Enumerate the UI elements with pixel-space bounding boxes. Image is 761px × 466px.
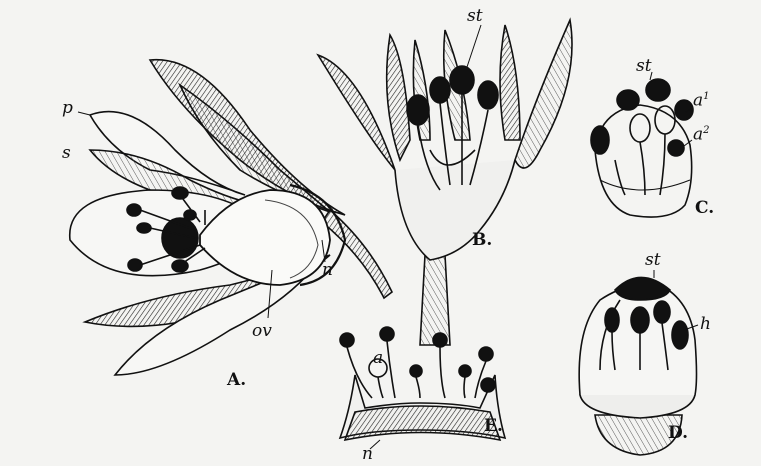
figure-b-drawing [318,20,572,345]
figure-a-drawing [70,60,392,375]
label-a-petal: p [62,100,73,117]
label-a-sepal: s [62,145,71,162]
label-d-hood: h [700,316,711,333]
label-a-nectary: n [322,262,333,279]
caption-e: E. [484,418,503,435]
figure-c-drawing [591,72,693,217]
label-c-stigma: st [636,58,652,75]
label-c-anther2-sup: 2 [703,125,709,136]
label-d-stigma: st [645,252,661,269]
caption-d: D. [668,425,688,442]
label-b-stigma: st [467,8,483,25]
caption-c: C. [695,200,714,217]
label-c-anther1: a1 [693,92,710,110]
label-a-ovary: ov [252,323,272,340]
caption-b: B. [472,232,492,249]
label-c-anther1-sup: 1 [703,91,709,102]
label-c-anther2-letter: a [693,125,703,145]
caption-a: A. [227,372,246,389]
label-e-nectary: n [362,446,373,463]
label-c-anther1-letter: a [693,91,703,111]
label-c-anther2: a2 [693,126,710,144]
label-e-anther: a [373,350,383,367]
